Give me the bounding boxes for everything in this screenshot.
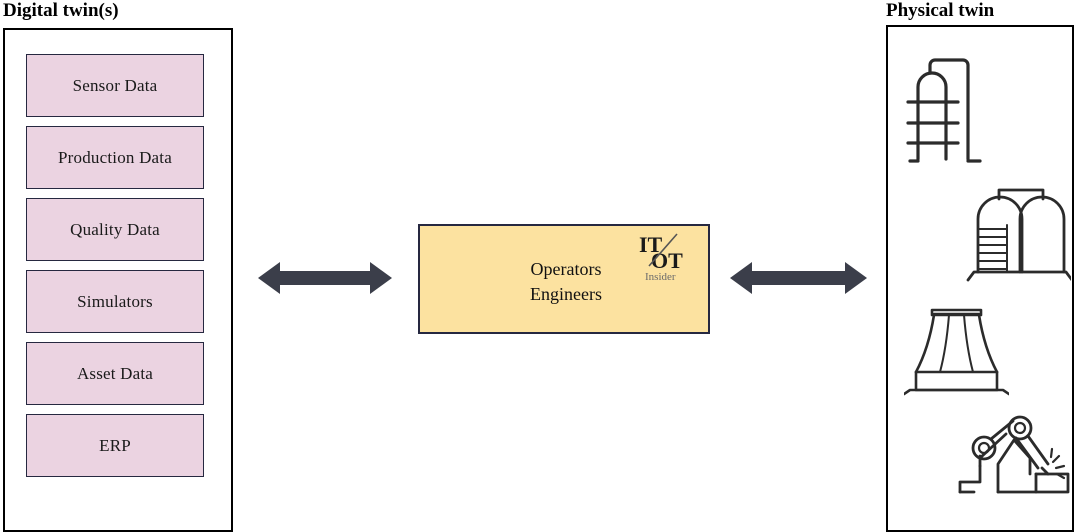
svg-text:IT: IT	[639, 232, 663, 257]
it-ot-insider-logo-icon: IT OT Insider	[639, 232, 683, 283]
digital-twin-panel: Sensor Data Production Data Quality Data…	[3, 28, 233, 532]
digital-twin-box-list: Sensor Data Production Data Quality Data…	[26, 54, 204, 477]
distillation-column-icon	[906, 58, 982, 163]
cooling-tower-icon	[904, 308, 1009, 396]
storage-tanks-icon	[966, 188, 1071, 282]
operators-engineers-label: Operators Engineers	[530, 259, 602, 304]
arrow-digital-to-center-icon	[258, 262, 392, 294]
data-box-production-data[interactable]: Production Data	[26, 126, 204, 189]
physical-twin-panel	[886, 25, 1074, 532]
operators-engineers-box[interactable]: Operators Engineers IT OT Insider	[418, 224, 710, 334]
arrow-center-to-physical-icon	[730, 262, 867, 294]
data-box-sensor-data[interactable]: Sensor Data	[26, 54, 204, 117]
welding-robot-icon	[958, 415, 1070, 494]
digital-twin-title: Digital twin(s)	[3, 0, 119, 21]
svg-text:Insider: Insider	[645, 271, 676, 283]
data-box-quality-data[interactable]: Quality Data	[26, 198, 204, 261]
data-box-simulators[interactable]: Simulators	[26, 270, 204, 333]
data-box-asset-data[interactable]: Asset Data	[26, 342, 204, 405]
physical-twin-title: Physical twin	[886, 0, 995, 21]
svg-text:OT: OT	[651, 248, 683, 273]
data-box-erp[interactable]: ERP	[26, 414, 204, 477]
